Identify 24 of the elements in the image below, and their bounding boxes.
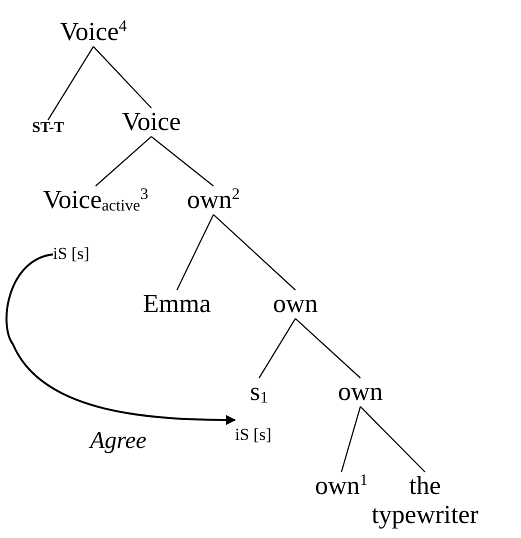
tree-branch	[213, 214, 296, 290]
node-label: own$^{2}$	[187, 186, 240, 215]
tree-branch	[340, 406, 361, 472]
tree-branch	[176, 214, 214, 290]
arrow	[6, 253, 236, 425]
tree-branch	[95, 136, 152, 186]
node-label: own	[273, 290, 318, 319]
tree-branch	[258, 318, 296, 378]
edge-label: Agree	[90, 428, 146, 455]
node-label: Voice	[122, 108, 181, 137]
node-label: ST-T	[32, 120, 64, 136]
node-label: own$^{1}$	[315, 472, 368, 501]
feature-label: iS [s]	[53, 245, 90, 264]
node-label: Emma	[143, 290, 211, 319]
tree-branch	[47, 46, 94, 120]
tree-branch	[360, 406, 426, 472]
feature-label: iS [s]	[235, 426, 272, 445]
node-label: the typewriter	[365, 472, 485, 530]
node-label: s$_{1}$	[250, 378, 268, 407]
tree-branch	[92, 46, 152, 108]
node-label: own	[338, 378, 383, 407]
tree-branch	[151, 136, 214, 186]
tree-branch	[294, 318, 361, 378]
node-label: Voice$^{4}$	[60, 18, 127, 47]
